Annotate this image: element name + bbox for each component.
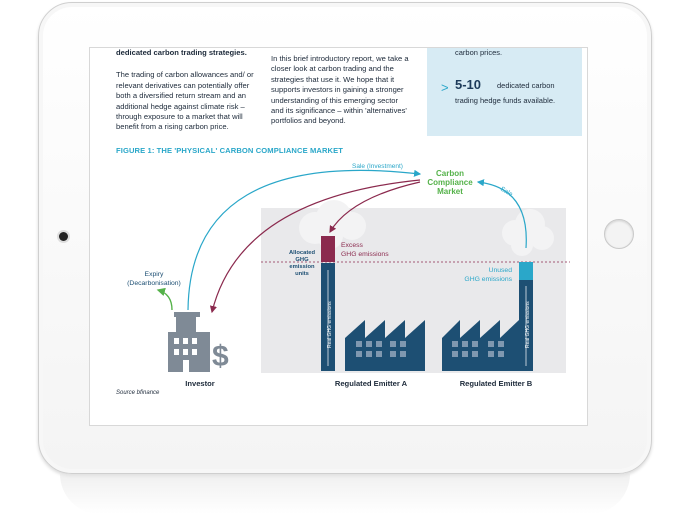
home-button[interactable] bbox=[604, 219, 634, 249]
expiry-arrow bbox=[156, 287, 173, 311]
smoke-cloud-b bbox=[502, 209, 554, 256]
investor-purchase-arrow bbox=[209, 179, 421, 314]
expiry-label-1: Expiry bbox=[145, 271, 164, 278]
market-label-2: Compliance bbox=[427, 178, 473, 187]
unused-label-2: GHG emissions bbox=[464, 276, 512, 283]
investor-label: Investor bbox=[185, 379, 215, 388]
market-label-1: Carbon bbox=[436, 169, 464, 178]
emitter-b-sale-arrow bbox=[476, 179, 527, 249]
column-1-heading: dedicated carbon trading strategies. bbox=[116, 48, 247, 57]
investor-windows bbox=[174, 338, 197, 372]
real-ghg-label-a: Real GHG emissions bbox=[327, 301, 333, 348]
excess-label-1: Excess bbox=[341, 242, 364, 249]
camera-icon bbox=[59, 232, 68, 241]
emitter-a-purchase-arrow bbox=[329, 181, 421, 234]
excess-emissions-block bbox=[321, 236, 335, 262]
market-label-3: Market bbox=[437, 187, 463, 196]
factory-a-windows bbox=[356, 341, 406, 357]
real-ghg-label-b: Real GHG emissions bbox=[525, 301, 531, 348]
factory-b-windows bbox=[452, 341, 504, 357]
unused-emissions-block bbox=[519, 262, 533, 280]
emitter-a-label: Regulated Emitter A bbox=[335, 379, 408, 388]
source-note: Source bfinance bbox=[116, 390, 160, 396]
emitter-b-label: Regulated Emitter B bbox=[460, 379, 533, 388]
allocated-label-4: units bbox=[295, 271, 309, 277]
callout-text: dedicated carbon bbox=[497, 81, 555, 90]
figure-title: FIGURE 1: THE 'PHYSICAL' CARBON COMPLIAN… bbox=[116, 146, 344, 155]
callout-box: carbon prices. > 5-10 dedicated carbon t… bbox=[427, 48, 582, 136]
carbon-market-diagram: Real GHG emissions Real GHG emissions $ … bbox=[127, 163, 570, 388]
excess-label-2: GHG emissions bbox=[341, 251, 389, 258]
callout-top-text: carbon prices. bbox=[455, 48, 503, 57]
column-1-body: The trading of carbon allowances and/ or… bbox=[116, 70, 254, 132]
callout-bullet-icon: > bbox=[441, 80, 449, 95]
allocated-label-1: Allocated bbox=[289, 250, 316, 256]
allocated-label-3: emission bbox=[289, 264, 315, 270]
unused-label-1: Unused bbox=[489, 267, 513, 274]
column-2-body: In this brief introductory report, we ta… bbox=[271, 54, 409, 126]
report-column-2: In this brief introductory report, we ta… bbox=[271, 54, 411, 127]
report-column-1: dedicated carbon trading strategies. The… bbox=[116, 48, 256, 133]
callout-number: 5-10 bbox=[455, 77, 482, 92]
callout-text-line2: trading hedge funds available. bbox=[455, 96, 556, 105]
sale-investment-arrow bbox=[187, 169, 422, 311]
allocated-label-2: GHG bbox=[295, 257, 309, 263]
expiry-label-2: (Decarbonisation) bbox=[127, 280, 181, 287]
tablet-screen: dedicated carbon trading strategies. The… bbox=[89, 47, 588, 426]
dollar-icon: $ bbox=[212, 340, 229, 373]
sale-investment-label: Sale (Investment) bbox=[352, 163, 403, 170]
tablet-reflection bbox=[60, 474, 630, 514]
